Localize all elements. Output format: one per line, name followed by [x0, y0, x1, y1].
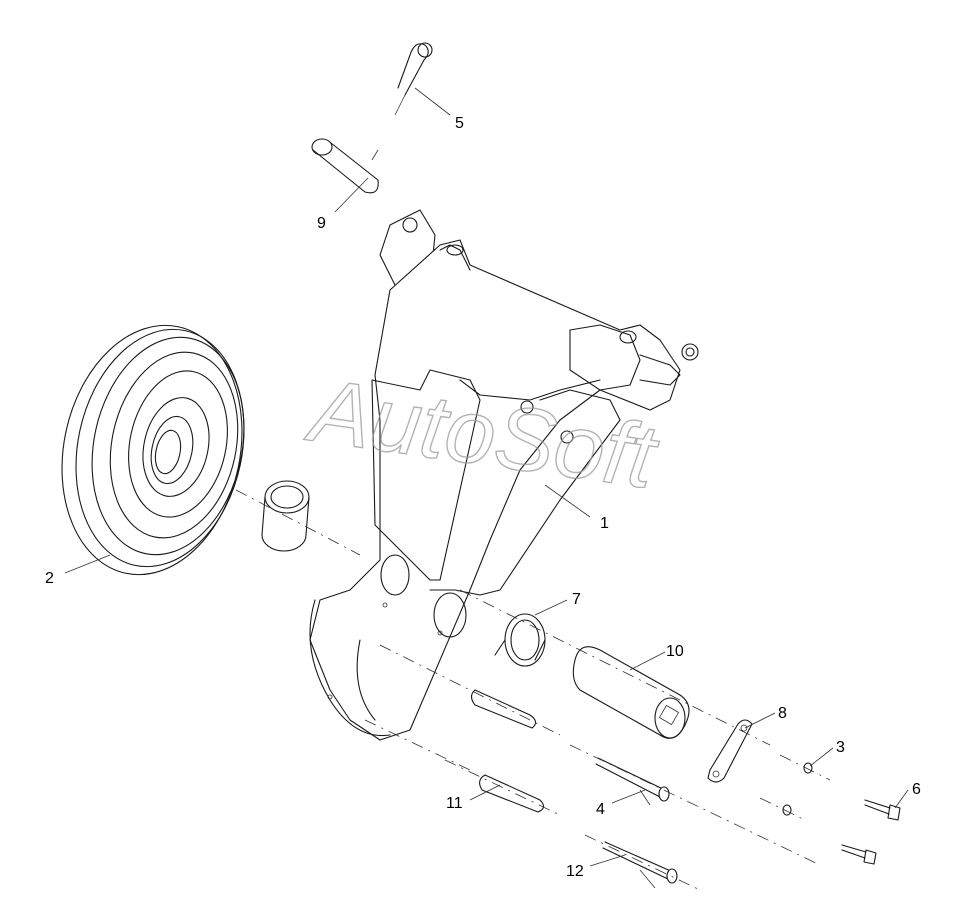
callout-11: 11 — [446, 795, 463, 812]
washer-part-3 — [782, 762, 813, 816]
center-lines — [235, 489, 831, 891]
callout-3: 3 — [836, 739, 845, 756]
plate-part-8 — [707, 719, 753, 783]
pin-part-4 — [595, 757, 670, 806]
bolt-part-6 — [841, 799, 901, 865]
arm-bracket-part-1 — [309, 209, 681, 741]
bushing-part-7 — [494, 613, 546, 667]
callouts: 1 2 3 4 5 6 7 8 9 10 11 12 — [45, 115, 921, 880]
callout-1: 1 — [600, 515, 609, 532]
callout-5: 5 — [455, 115, 464, 132]
leader-lines — [64, 87, 909, 867]
callout-8: 8 — [778, 705, 787, 722]
pin-with-ring — [639, 343, 699, 386]
callout-2: 2 — [45, 570, 54, 587]
cotter-pin-part-5 — [394, 42, 433, 116]
sleeve-part-10 — [572, 646, 690, 739]
callout-7: 7 — [572, 591, 581, 608]
callout-4: 4 — [596, 801, 605, 818]
pin-part-12 — [602, 841, 678, 889]
pin-part-9 — [311, 138, 379, 194]
callout-9: 9 — [317, 215, 326, 232]
pulley-bushing — [261, 480, 310, 552]
callout-10: 10 — [666, 643, 684, 660]
callout-12: 12 — [566, 863, 584, 880]
callout-6: 6 — [912, 781, 921, 798]
pulley-part-2 — [61, 324, 245, 576]
